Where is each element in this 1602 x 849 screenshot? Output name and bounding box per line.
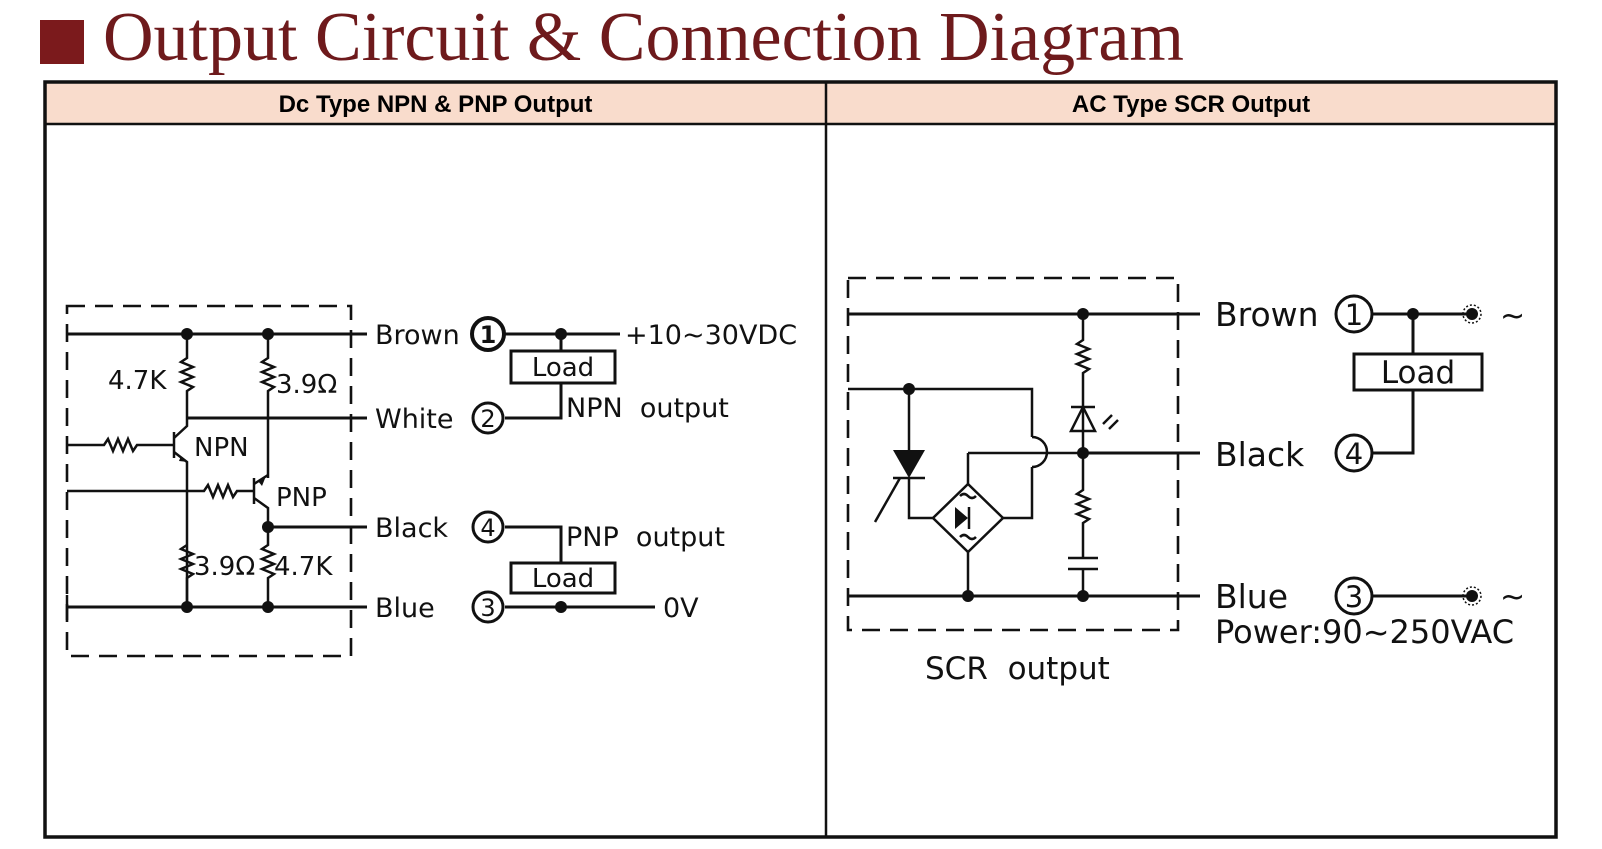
pin-1-circle [470, 316, 506, 352]
ac-scr-output: SCR output [925, 651, 1110, 687]
table-frame [43, 80, 1558, 839]
dc-pin-2: 2 [480, 405, 495, 433]
pin-3-circle [471, 590, 505, 624]
ac-wire-black: Black [1215, 435, 1305, 474]
dc-load-top: Load [532, 353, 594, 383]
dc-pin-4: 4 [480, 514, 495, 542]
dc-sensor-box [65, 304, 353, 658]
ac-pin-4-circle [1334, 433, 1374, 473]
dc-npn-label: NPN [194, 433, 249, 463]
header-band-right [826, 82, 1556, 124]
dc-load-box-top [509, 349, 617, 385]
dc-wire-brown: Brown [375, 320, 460, 351]
ac-pin-3-circle [1334, 576, 1374, 616]
ac-pin-4: 4 [1345, 437, 1363, 471]
ac-tilde-top: ~ [1500, 299, 1525, 334]
pin-2-circle [471, 401, 505, 435]
dc-resistor-4k7-bottom: 4.7K [274, 552, 333, 582]
dc-resistor-3r9-bottom: 3.9Ω [194, 552, 255, 582]
dc-load-bottom: Load [532, 564, 594, 594]
dc-wire-black: Black [375, 513, 448, 544]
dc-npn-output: NPN output [566, 393, 729, 424]
dc-ground-label: 0V [663, 593, 699, 624]
ac-load-box [1352, 352, 1484, 392]
ac-tilde-bottom: ~ [1500, 580, 1525, 615]
ac-wire-blue: Blue [1215, 577, 1288, 616]
dc-pnp-label: PNP [276, 483, 327, 513]
ac-circuit [846, 276, 1484, 632]
dc-pnp-output: PNP output [566, 522, 725, 553]
title-square-icon [40, 20, 84, 64]
ac-pin-3: 3 [1345, 580, 1363, 614]
dc-resistor-4k7-top: 4.7K [108, 366, 167, 396]
pin-4-circle [471, 510, 505, 544]
dc-pin-3: 3 [480, 594, 495, 622]
ac-wire-brown: Brown [1215, 295, 1319, 334]
dc-supply-label: +10~30VDC [625, 320, 797, 351]
dc-load-box-bottom [509, 561, 617, 595]
dc-wire-white: White [375, 404, 454, 435]
ac-power-label: Power:90~250VAC [1215, 613, 1514, 651]
ac-pin-1-circle [1334, 294, 1374, 334]
dc-resistor-3r9-top: 3.9Ω [276, 370, 337, 400]
page-title: Output Circuit & Connection Diagram [103, 0, 1184, 76]
header-band-left [45, 82, 826, 124]
ac-panel-header: AC Type SCR Output [1071, 91, 1311, 118]
dc-wire-blue: Blue [375, 593, 435, 624]
dc-pin-1: 1 [480, 321, 497, 349]
dc-panel-header: Dc Type NPN & PNP Output [278, 91, 593, 118]
ac-pin-1: 1 [1345, 298, 1363, 332]
ac-load-label: Load [1381, 355, 1455, 391]
dc-circuit [65, 304, 655, 658]
